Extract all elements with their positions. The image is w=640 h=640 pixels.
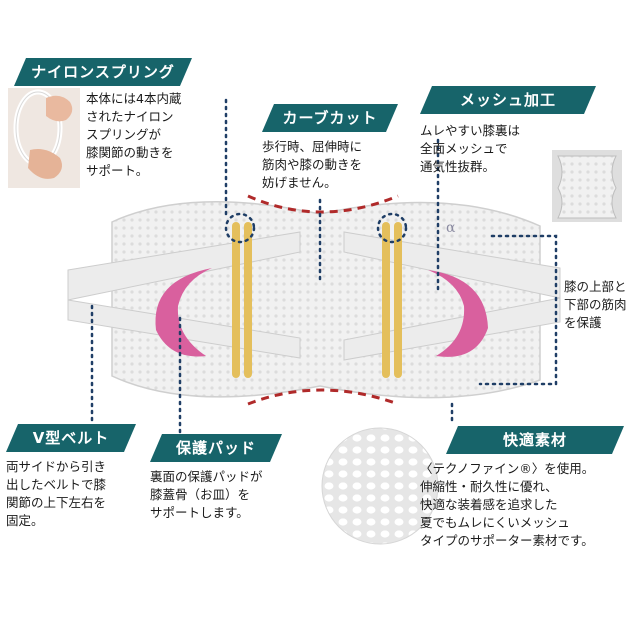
nylon-spring-line: されたナイロン <box>86 109 174 124</box>
material-line: タイプのサポーター素材です。 <box>420 533 594 548</box>
hand-spring-photo <box>8 88 80 188</box>
material-line: 快適な装着感を追求した <box>420 497 558 512</box>
material-description: 〈テクノファイン®〉を使用。 伸縮性・耐久性に優れ、 快適な装着感を追求した 夏… <box>420 460 594 550</box>
protect-pad-description: 裏面の保護パッドが 膝蓋骨（お皿）を サポートします。 <box>150 468 263 522</box>
v-belt-title: V型ベルト <box>6 424 136 452</box>
side-note-line: を保護 <box>564 315 602 330</box>
curve-cut-description: 歩行時、屈伸時に 筋肉や膝の動きを 妨げません。 <box>262 138 362 192</box>
curve-cut-line: 妨げません。 <box>262 175 337 190</box>
v-belt-line: 関節の上下左右を <box>6 495 107 510</box>
protect-pad-title: 保護パッド <box>150 434 282 462</box>
protect-pad-line: サポートします。 <box>150 505 249 520</box>
curve-cut-line: 歩行時、屈伸時に <box>262 139 363 154</box>
mesh-line: 全面メッシュで <box>420 141 508 156</box>
material-line: 〈テクノファイン®〉を使用。 <box>420 461 595 476</box>
mesh-line: 通気性抜群。 <box>420 159 496 174</box>
curve-cut-line: 筋肉や膝の動きを <box>262 157 363 172</box>
side-note-line: 下部の筋肉 <box>564 297 627 312</box>
side-note-description: 膝の上部と 下部の筋肉 を保護 <box>564 278 627 332</box>
nylon-spring-title: ナイロンスプリング <box>14 58 192 86</box>
nylon-spring-line: 本体には4本内蔵 <box>86 91 182 106</box>
fabric-texture-photo <box>321 427 439 545</box>
mesh-back-photo <box>548 146 626 224</box>
nylon-spring-description: 本体には4本内蔵 されたナイロン スプリングが 膝関節の動きを サポート。 <box>86 90 181 180</box>
material-title: 快適素材 <box>446 426 624 454</box>
nylon-spring-line: 膝関節の動きを <box>86 145 174 160</box>
v-belt-description: 両サイドから引き 出したベルトで膝 関節の上下左右を 固定。 <box>6 458 106 530</box>
product-logo: α <box>446 220 456 236</box>
curve-cut-title: カーブカット <box>262 104 398 132</box>
nylon-spring-line: スプリングが <box>86 127 162 142</box>
mesh-line: ムレやすい膝裏は <box>420 123 521 138</box>
leader-lines <box>90 98 558 434</box>
mesh-title: メッシュ加工 <box>420 86 596 114</box>
nylon-spring-line: サポート。 <box>86 163 149 178</box>
v-belt-line: 固定。 <box>6 513 44 528</box>
protect-pad-line: 膝蓋骨（お皿）を <box>150 487 251 502</box>
v-belt-line: 両サイドから引き <box>6 459 107 474</box>
material-line: 伸縮性・耐久性に優れ、 <box>420 479 558 494</box>
protect-pad-line: 裏面の保護パッドが <box>150 469 263 484</box>
supporter-body <box>67 201 561 399</box>
side-note-line: 膝の上部と <box>564 279 627 294</box>
mesh-description: ムレやすい膝裏は 全面メッシュで 通気性抜群。 <box>420 122 520 176</box>
material-line: 夏でもムレにくいメッシュ <box>420 515 570 530</box>
v-belt-line: 出したベルトで膝 <box>6 477 107 492</box>
curve-cut-lines <box>247 194 399 406</box>
